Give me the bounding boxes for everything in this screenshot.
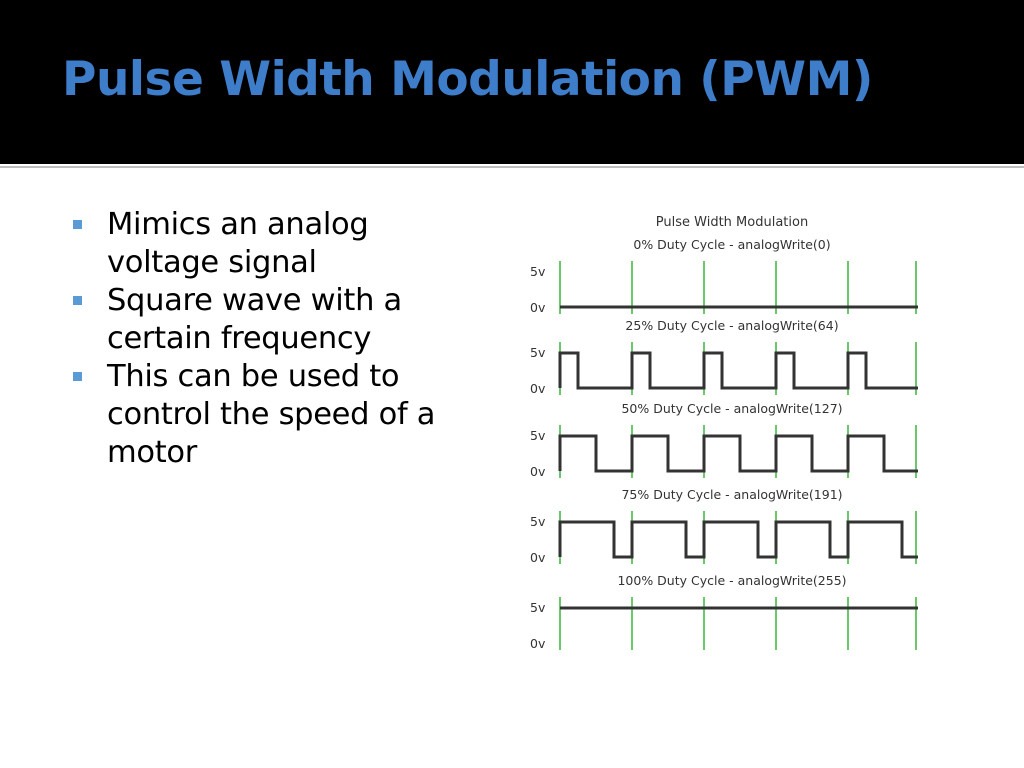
high-level-label: 5v: [530, 514, 546, 529]
title-underline: [0, 166, 1024, 168]
duty-cycle-label: 0% Duty Cycle - analogWrite(0): [633, 237, 830, 252]
pwm-waveform: [558, 351, 918, 390]
pwm-waveform: [558, 434, 918, 473]
bullet-text: This can be used to control the speed of…: [107, 359, 436, 470]
duty-cycle-label: 50% Duty Cycle - analogWrite(127): [621, 401, 842, 416]
duty-cycle-label: 75% Duty Cycle - analogWrite(191): [621, 487, 842, 502]
high-level-label: 5v: [530, 600, 546, 615]
bullet-text: Square wave with a certain frequency: [107, 283, 402, 356]
bullet-marker-icon: [73, 372, 82, 381]
pwm-panel: 100% Duty Cycle - analogWrite(255) 5v 0v: [530, 573, 918, 651]
low-level-label: 0v: [530, 300, 546, 315]
pwm-panel: 75% Duty Cycle - analogWrite(191) 5v 0v: [530, 487, 918, 565]
slide-title: Pulse Width Modulation (PWM): [62, 52, 873, 107]
bullet-item: This can be used to control the speed of…: [72, 358, 444, 472]
pwm-panel: 50% Duty Cycle - analogWrite(127) 5v 0v: [530, 401, 918, 479]
duty-cycle-label: 100% Duty Cycle - analogWrite(255): [617, 573, 846, 588]
pwm-waveform: [558, 520, 918, 559]
high-level-label: 5v: [530, 428, 546, 443]
bullet-list: Mimics an analog voltage signal Square w…: [72, 206, 444, 472]
low-level-label: 0v: [530, 381, 546, 396]
low-level-label: 0v: [530, 464, 546, 479]
high-level-label: 5v: [530, 345, 546, 360]
high-level-label: 5v: [530, 264, 546, 279]
bullet-marker-icon: [73, 296, 82, 305]
bullet-item: Square wave with a certain frequency: [72, 282, 444, 358]
diagram-title: Pulse Width Modulation: [656, 215, 808, 230]
pwm-panel: 25% Duty Cycle - analogWrite(64) 5v 0v: [530, 318, 918, 396]
title-divider: [0, 160, 1024, 164]
duty-cycle-label: 25% Duty Cycle - analogWrite(64): [625, 318, 838, 333]
bullet-text: Mimics an analog voltage signal: [107, 207, 369, 280]
pwm-diagram: Pulse Width Modulation 0% Duty Cycle - a…: [530, 215, 918, 651]
bullet-marker-icon: [73, 220, 82, 229]
bullet-item: Mimics an analog voltage signal: [72, 206, 444, 282]
title-bar: Pulse Width Modulation (PWM): [0, 0, 1024, 160]
low-level-label: 0v: [530, 550, 546, 565]
pwm-panel: 0% Duty Cycle - analogWrite(0) 5v 0v: [530, 237, 918, 315]
low-level-label: 0v: [530, 636, 546, 651]
